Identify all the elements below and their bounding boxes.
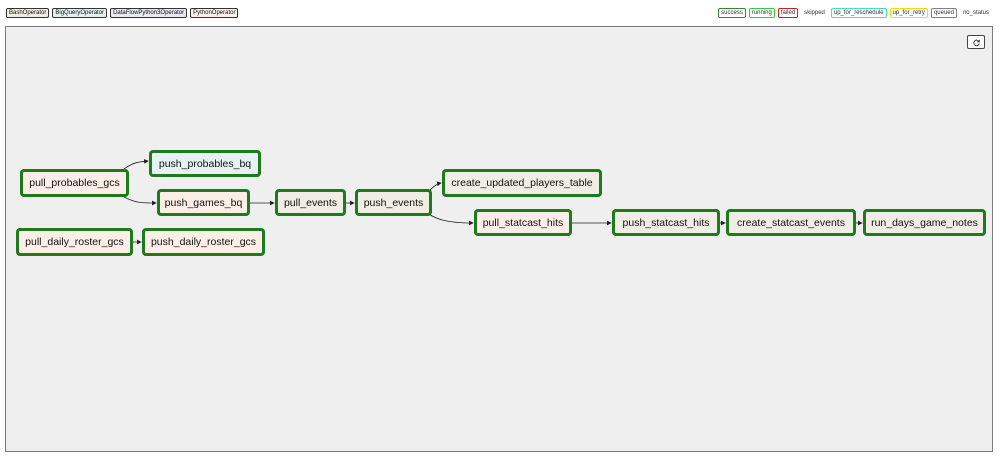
task-node-pull-statcast-hits[interactable]: pull_statcast_hits — [474, 209, 572, 236]
state-legend: success running failed skipped up_for_re… — [718, 8, 992, 18]
edge-pull-probables-to-push-probables — [123, 159, 149, 170]
legend-bigquery-operator: BigQueryOperator — [52, 8, 108, 18]
legend-python-operator: PythonOperator — [190, 8, 239, 18]
dag-graph-canvas[interactable]: pull_probables_gcs push_probables_bq pus… — [5, 26, 993, 452]
task-node-pull-daily-roster-gcs[interactable]: pull_daily_roster_gcs — [16, 228, 133, 256]
task-node-pull-probables-gcs[interactable]: pull_probables_gcs — [20, 169, 129, 197]
edge-push-events-to-pull-statcast — [426, 212, 474, 226]
task-node-push-statcast-hits[interactable]: push_statcast_hits — [612, 209, 720, 236]
refresh-button[interactable] — [967, 35, 985, 49]
refresh-icon — [972, 39, 980, 46]
operator-legend: BashOperator BigQueryOperator DataFlowPy… — [6, 8, 239, 18]
task-node-push-daily-roster-gcs[interactable]: push_daily_roster_gcs — [142, 228, 265, 256]
state-skipped[interactable]: skipped — [801, 8, 828, 18]
state-queued[interactable]: queued — [930, 8, 957, 18]
state-success[interactable]: success — [718, 8, 746, 18]
task-node-push-events[interactable]: push_events — [355, 189, 432, 216]
edge-pull-probables-to-push-games — [123, 196, 157, 206]
state-running[interactable]: running — [748, 8, 775, 18]
state-up-for-reschedule[interactable]: up_for_reschedule — [830, 8, 887, 18]
task-node-create-statcast-events[interactable]: create_statcast_events — [726, 209, 856, 236]
state-no-status[interactable]: no_status — [959, 8, 992, 18]
task-node-create-updated-players-table[interactable]: create_updated_players_table — [442, 169, 602, 197]
task-node-push-probables-bq[interactable]: push_probables_bq — [149, 150, 261, 177]
task-node-run-days-game-notes[interactable]: run_days_game_notes — [863, 209, 986, 236]
task-node-push-games-bq[interactable]: push_games_bq — [157, 189, 250, 216]
top-bar: BashOperator BigQueryOperator DataFlowPy… — [0, 0, 1000, 24]
legend-bash-operator: BashOperator — [6, 8, 50, 18]
task-node-pull-events[interactable]: pull_events — [275, 189, 346, 216]
legend-dataflow-operator: DataFlowPython3Operator — [110, 8, 188, 18]
state-failed[interactable]: failed — [777, 8, 799, 18]
state-up-for-retry[interactable]: up_for_retry — [889, 8, 928, 18]
